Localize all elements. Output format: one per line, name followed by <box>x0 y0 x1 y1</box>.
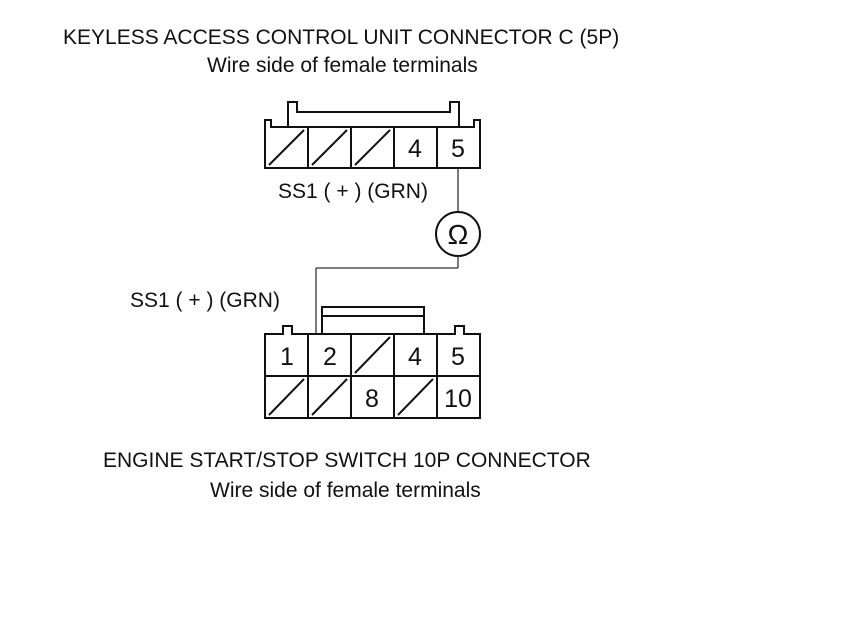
top-connector-title: KEYLESS ACCESS CONTROL UNIT CONNECTOR C … <box>63 26 619 49</box>
bottom-cavity-9 <box>397 378 434 416</box>
bottom-terminal-8: 8 <box>365 385 379 413</box>
bottom-cavity-6 <box>268 378 305 416</box>
top-connector: 4 5 <box>264 101 481 169</box>
top-terminal-5: 5 <box>451 135 465 163</box>
top-cavity-3 <box>354 129 391 166</box>
bottom-cavity-3 <box>354 336 391 374</box>
top-connector-subtitle: Wire side of female terminals <box>207 54 478 77</box>
top-terminal-4: 4 <box>408 135 422 163</box>
bottom-terminal-2: 2 <box>323 343 337 371</box>
ohmmeter-symbol: Ω <box>448 219 469 250</box>
bottom-connector-title: ENGINE START/STOP SWITCH 10P CONNECTOR <box>103 449 591 472</box>
bottom-connector: 1 2 4 5 8 10 <box>264 306 481 419</box>
probe-wiring: Ω <box>315 168 481 334</box>
bottom-connector-subtitle: Wire side of female terminals <box>210 479 481 502</box>
bottom-cavity-7 <box>311 378 348 416</box>
bottom-wire-label: SS1 ( + ) (GRN) <box>130 289 280 312</box>
top-cavity-1 <box>268 129 305 166</box>
bottom-terminal-5: 5 <box>451 343 465 371</box>
bottom-terminal-1: 1 <box>280 343 294 371</box>
bottom-terminal-4: 4 <box>408 343 422 371</box>
top-cavity-2 <box>311 129 348 166</box>
top-wire-label: SS1 ( + ) (GRN) <box>278 180 428 203</box>
bottom-terminal-10: 10 <box>444 385 472 413</box>
